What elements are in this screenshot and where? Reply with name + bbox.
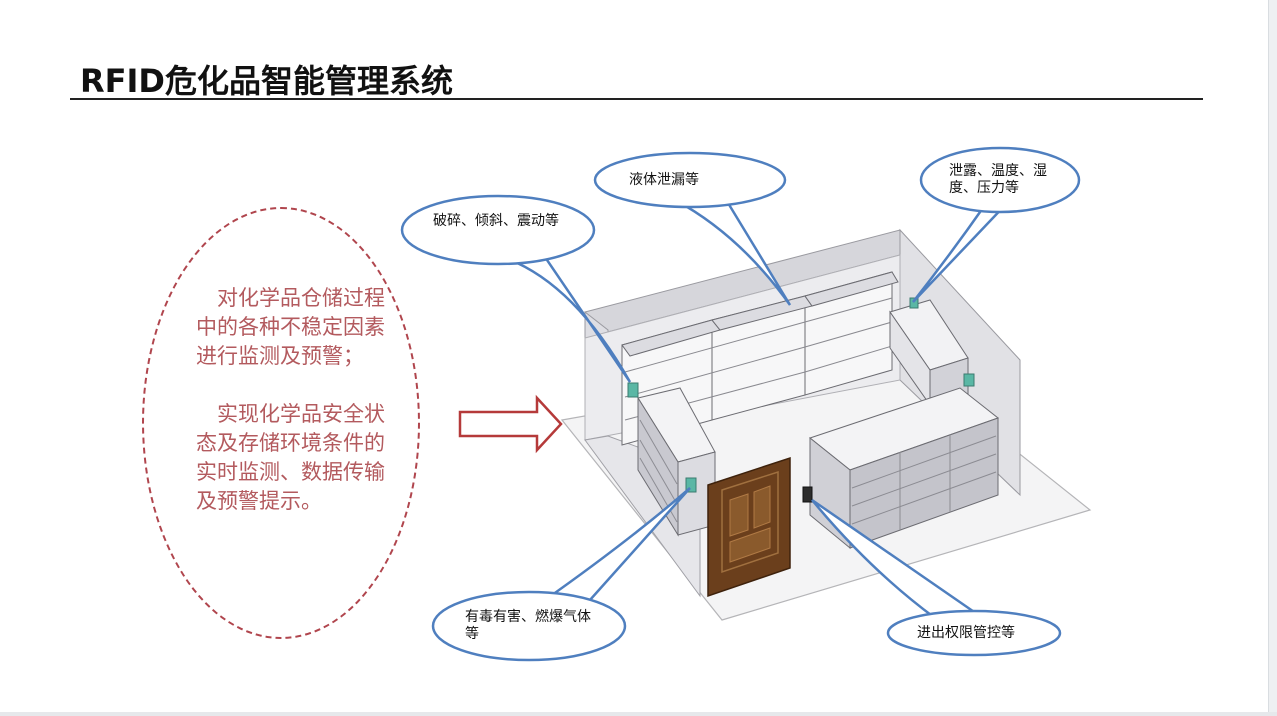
callout-liquid-text: 液体泄漏等 [629, 172, 699, 188]
description-ellipse [142, 207, 420, 639]
description-paragraph-2: 实现化学品安全状态及存储环境条件的实时监测、数据传输及预警提示。 [196, 402, 385, 513]
description-paragraph-1: 对化学品仓储过程中的各种不稳定因素进行监测及预警； [196, 286, 385, 368]
bottom-edge [0, 712, 1277, 716]
arrow-right-icon [458, 394, 563, 454]
title-underline [70, 98, 1203, 100]
slide-title: RFID危化品智能管理系统 [80, 62, 453, 100]
door-graphic [707, 456, 791, 598]
scrollbar[interactable] [1268, 0, 1277, 716]
description-text: 对化学品仓储过程中的各种不稳定因素进行监测及预警； 实现化学品安全状态及存储环境… [196, 284, 396, 516]
callout-break-text: 破碎、倾斜、震动等 [433, 213, 559, 229]
callout-env-text: 泄露、温度、湿度、压力等 [949, 163, 1047, 196]
callout-access-text: 进出权限管控等 [917, 625, 1015, 641]
callout-gas-text: 有毒有害、燃爆气体等 [465, 609, 591, 642]
